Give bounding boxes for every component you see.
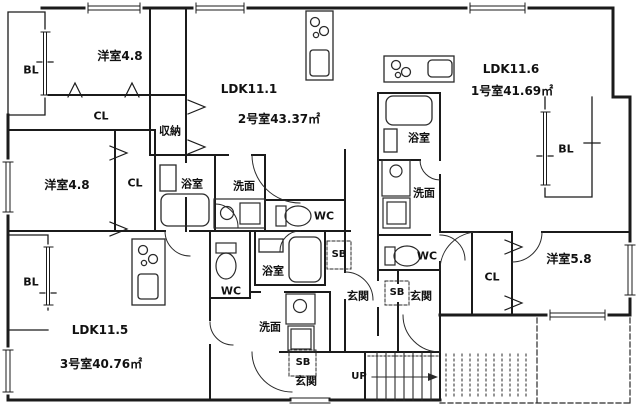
closet-door-marks xyxy=(67,81,524,311)
washbasin-icon xyxy=(213,198,266,229)
door-swing-arcs xyxy=(164,154,543,393)
toilet-icon xyxy=(384,246,396,266)
interior-walls xyxy=(7,7,631,401)
bathtub-icon xyxy=(385,95,433,126)
toilet-center xyxy=(275,205,312,227)
toilet-icon xyxy=(275,205,287,227)
kitchen-counter xyxy=(305,10,334,81)
shoe-boxes xyxy=(288,240,410,377)
stove-icon xyxy=(309,16,321,28)
stove-icon xyxy=(390,59,402,71)
washbasin-center xyxy=(213,198,266,229)
kitchen-unit2 xyxy=(305,10,334,81)
bathroom-bottom xyxy=(258,236,322,283)
washing-machine-pan-icon xyxy=(287,325,315,353)
bathroom-right xyxy=(383,95,433,153)
stairs-icon xyxy=(367,351,441,401)
bathtub-icon xyxy=(160,193,210,227)
washbasin-bottom xyxy=(285,293,316,353)
bathroom-left xyxy=(149,154,216,232)
kitchen-sink-icon xyxy=(309,49,330,77)
overhang-outline xyxy=(439,317,631,404)
toilet-bottom xyxy=(215,242,237,280)
shoe-box xyxy=(288,349,317,377)
kitchen-unit1 xyxy=(383,55,455,83)
washbasin-icon xyxy=(381,159,411,197)
bathtub-icon xyxy=(288,236,322,283)
kitchen-sink-icon xyxy=(427,59,453,78)
kitchen-counter xyxy=(383,55,455,83)
entry-porch xyxy=(445,353,527,399)
toilet-icon xyxy=(215,242,237,254)
kitchen-unit3 xyxy=(131,238,166,306)
window-marks xyxy=(2,2,636,395)
entry-step xyxy=(289,397,331,404)
shoe-box xyxy=(384,280,410,306)
toilet-right xyxy=(384,245,421,267)
outer-walls xyxy=(6,6,632,402)
washing-machine-pan-icon xyxy=(239,202,261,225)
washbasin-right xyxy=(381,159,411,229)
kitchen-counter xyxy=(131,238,166,306)
washbasin-icon xyxy=(285,293,316,325)
shoe-box xyxy=(326,240,352,270)
stove-icon xyxy=(137,244,149,256)
kitchen-sink-icon xyxy=(137,273,159,300)
washing-machine-pan-icon xyxy=(382,197,411,229)
